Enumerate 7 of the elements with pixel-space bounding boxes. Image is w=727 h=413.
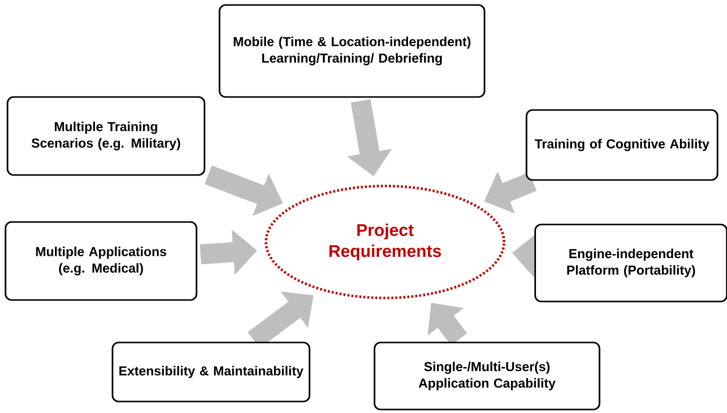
requirement-box: Training of Cognitive Ability — [526, 109, 718, 181]
requirement-box: Single-/Multi-User(s) Application Capability — [374, 342, 600, 410]
requirement-box: Multiple Training Scenarios (e.g. Military) — [6, 96, 206, 176]
requirement-box: Extensibility & Maintainability — [112, 342, 310, 402]
requirement-box: Multiple Applications (e.g. Medical) — [4, 221, 198, 301]
requirement-box: Mobile (Time & Location-independent) Learning/Training/ Debriefing — [218, 4, 486, 98]
requirement-box: Engine-independent Platform (Portability) — [534, 224, 727, 302]
